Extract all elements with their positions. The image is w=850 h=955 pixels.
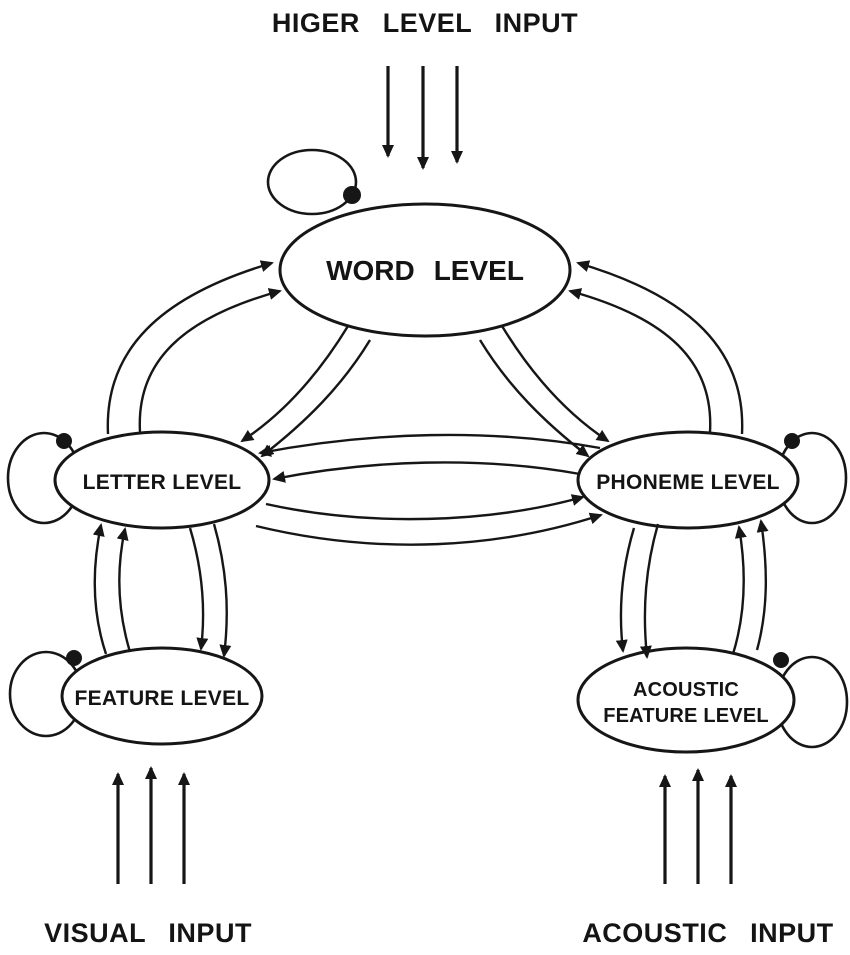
word-level-label: WORD LEVEL <box>326 255 524 286</box>
feature-level-label: FEATURE LEVEL <box>74 687 249 710</box>
arrow-word-to-phoneme-1 <box>500 325 610 443</box>
word-loop-dot <box>343 186 361 204</box>
acoustic-feature-loop-dot <box>773 652 789 668</box>
letter-loop-dot <box>56 433 72 449</box>
arrow-letter-to-feature-1 <box>188 527 209 651</box>
node-word-level <box>278 202 572 338</box>
phoneme-level-label: PHONEME LEVEL <box>596 471 780 494</box>
node-letter-level <box>53 430 271 530</box>
node-feature-level <box>60 646 264 746</box>
arrow-acoustic-to-phoneme-2 <box>755 519 769 651</box>
arrow-phoneme-to-acoustic-1 <box>615 527 636 653</box>
phoneme-loop-dot <box>784 433 800 449</box>
arrow-letter-to-phoneme-2 <box>255 512 603 546</box>
arrow-phoneme-to-word-2 <box>568 288 712 433</box>
arrow-phoneme-to-letter-1 <box>258 433 601 457</box>
arrow-phoneme-to-word-1 <box>576 260 744 435</box>
arrow-feature-to-letter-2 <box>116 527 132 653</box>
letter-level-label: LETTER LEVEL <box>83 471 242 494</box>
acoustic-feature-level-label-line1: ACOUSTIC <box>633 679 739 701</box>
visual-input-label: VISUAL INPUT <box>44 918 252 948</box>
arrow-phoneme-to-letter-2 <box>272 461 581 483</box>
feature-loop-dot <box>66 650 82 666</box>
arrow-feature-to-letter-1 <box>92 523 108 655</box>
arrow-acoustic-to-phoneme-1 <box>731 525 747 655</box>
acoustic-feature-level-label-line2: FEATURE LEVEL <box>603 705 769 727</box>
arrow-letter-to-word-1 <box>106 260 274 435</box>
arrow-word-to-letter-1 <box>240 325 350 443</box>
node-phoneme-level <box>576 430 800 530</box>
acoustic-input-label: ACOUSTIC INPUT <box>582 918 833 948</box>
word-self-loop <box>266 148 358 216</box>
arrow-word-to-letter-2 <box>260 339 372 458</box>
arrow-letter-to-feature-2 <box>212 523 232 658</box>
node-acoustic-feature-level <box>576 646 796 754</box>
arrow-letter-to-word-2 <box>138 288 282 433</box>
arrow-phoneme-to-acoustic-2 <box>639 523 660 659</box>
higher-level-input-label: HIGER LEVEL INPUT <box>272 8 578 38</box>
arrow-letter-to-phoneme-1 <box>265 494 585 521</box>
